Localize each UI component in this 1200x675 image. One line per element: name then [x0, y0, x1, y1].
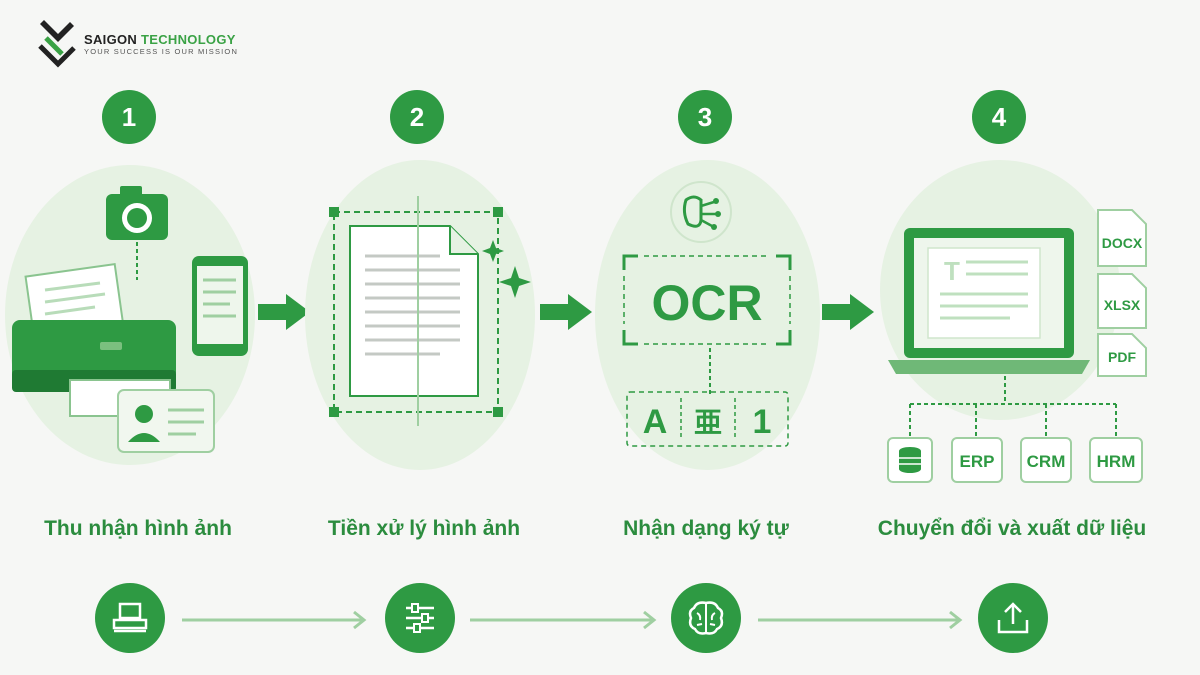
- step-3-number: 3: [678, 90, 732, 144]
- system-erp-label: ERP: [960, 452, 995, 471]
- phone-icon: [192, 256, 248, 356]
- file-xlsx-icon: XLSX: [1097, 273, 1147, 329]
- svg-text:T: T: [944, 256, 960, 286]
- flow-arrow-3: [822, 294, 874, 330]
- step-1-illustration: [12, 186, 248, 453]
- step-4-label: Chuyển đổi và xuất dữ liệu: [877, 517, 1147, 540]
- system-hrm: HRM: [1089, 437, 1143, 483]
- ocr-title: OCR: [651, 275, 762, 331]
- system-crm-label: CRM: [1027, 452, 1066, 471]
- flow-arrow-1: [258, 294, 310, 330]
- brand-name-part1: SAIGON: [84, 32, 141, 47]
- laptop-icon: T: [888, 228, 1090, 374]
- step-1-label: Thu nhận hình ảnh: [44, 517, 232, 540]
- bottom-flow-arrows: [182, 610, 963, 630]
- system-hrm-label: HRM: [1097, 452, 1136, 471]
- brand-name-part2: TECHNOLOGY: [141, 32, 236, 47]
- step-4-number: 4: [972, 90, 1026, 144]
- step-2-number: 2: [390, 90, 444, 144]
- step-3-label: Nhận dạng ký tự: [623, 517, 789, 540]
- database-icon: [887, 437, 933, 483]
- flow-arrow-2: [540, 294, 592, 330]
- bottom-step-3: [671, 583, 741, 653]
- step-4-illustration: T DOCX XLSX PDF ERP CRM: [887, 209, 1147, 483]
- bottom-step-2: [385, 583, 455, 653]
- id-card-icon: [117, 389, 215, 453]
- step-1-number: 1: [102, 90, 156, 144]
- logo-mark-icon: [38, 20, 76, 68]
- ocr-frame: OCR: [622, 254, 792, 346]
- printer-scanner-icon: [112, 602, 148, 633]
- file-docx-icon: DOCX: [1097, 209, 1147, 267]
- camera-icon: [106, 186, 168, 240]
- ocr-char-latin: A: [643, 403, 668, 441]
- file-xlsx-label: XLSX: [1104, 297, 1141, 313]
- ocr-char-cjk: 亜: [694, 407, 722, 438]
- sparkle-small-icon: [482, 240, 504, 262]
- brand-logo: SAIGON TECHNOLOGY YOUR SUCCESS IS OUR MI…: [38, 16, 258, 72]
- upload-icon: [997, 602, 1029, 634]
- brain-icon: [688, 601, 724, 635]
- file-docx-label: DOCX: [1102, 235, 1143, 251]
- bottom-step-1: [95, 583, 165, 653]
- document-icon: [349, 225, 479, 397]
- system-crm: CRM: [1020, 437, 1072, 483]
- ocr-characters: A 亜 1: [626, 391, 789, 447]
- ocr-connector: [709, 348, 711, 394]
- step-2-illustration: [329, 196, 531, 426]
- brand-tagline: YOUR SUCCESS IS OUR MISSION: [84, 47, 239, 56]
- bottom-step-4: [978, 583, 1048, 653]
- file-pdf-icon: PDF: [1097, 333, 1147, 377]
- sparkle-icon: [499, 266, 531, 298]
- ocr-char-digit: 1: [753, 403, 772, 441]
- system-erp: ERP: [951, 437, 1003, 483]
- brand-name: SAIGON TECHNOLOGY: [84, 32, 236, 47]
- ai-brain-icon: [670, 181, 732, 243]
- sliders-icon: [406, 603, 434, 633]
- file-pdf-label: PDF: [1108, 349, 1136, 365]
- step-2-label: Tiền xử lý hình ảnh: [327, 517, 521, 540]
